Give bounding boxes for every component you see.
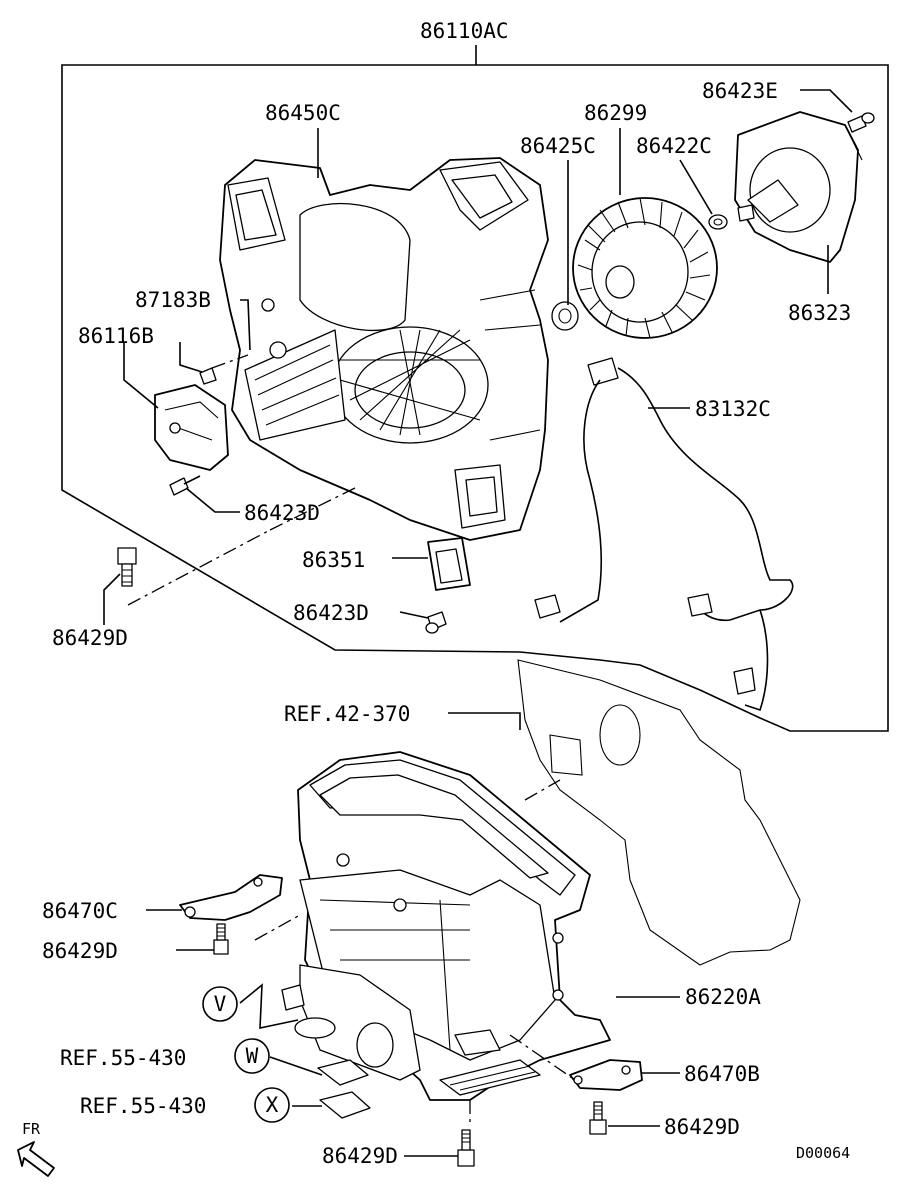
label-fr: FR xyxy=(22,1120,41,1138)
label-86429d-a: 86429D xyxy=(52,626,128,650)
wire-harness xyxy=(534,357,794,712)
bolt-86429d-bottom xyxy=(457,1129,475,1167)
bracket-86470c xyxy=(179,874,283,921)
front-arrow-icon xyxy=(17,1141,55,1177)
screw-86423d-lower xyxy=(425,611,447,634)
dash-bolt-2 xyxy=(269,487,356,531)
callout-labels: 86110AC 86450C 86299 86423E 86425C 86422… xyxy=(22,19,851,1168)
blower-case xyxy=(219,157,549,541)
label-86323: 86323 xyxy=(788,301,851,325)
label-86450c: 86450C xyxy=(265,101,341,125)
bolt-86429d-right xyxy=(589,1101,607,1135)
diagram-code: D00064 xyxy=(796,1144,850,1162)
label-86470c: 86470C xyxy=(42,899,118,923)
label-86429d-c: 86429D xyxy=(664,1115,740,1139)
bracket-86470b xyxy=(569,1059,643,1091)
label-86429d-b: 86429D xyxy=(42,939,118,963)
label-ref-55-430-x: REF.55-430 xyxy=(80,1094,206,1118)
label-86220a: 86220A xyxy=(685,985,761,1009)
marker-v-label: V xyxy=(214,992,227,1016)
dash-bracket-b xyxy=(509,1034,576,1081)
assembly-frame xyxy=(61,45,889,732)
label-86470b: 86470B xyxy=(684,1062,760,1086)
actuator xyxy=(154,384,229,496)
label-86110ac: 86110AC xyxy=(420,19,509,43)
label-86351: 86351 xyxy=(302,548,365,572)
label-86422c: 86422C xyxy=(636,134,712,158)
label-86423d-b: 86423D xyxy=(293,601,369,625)
washer-and-nut xyxy=(551,214,728,331)
label-ref-55-430-w: REF.55-430 xyxy=(60,1046,186,1070)
marker-x: X xyxy=(254,1087,290,1123)
label-86429d-d: 86429D xyxy=(322,1144,398,1168)
leader-lines xyxy=(103,89,853,1157)
marker-x-label: X xyxy=(266,1093,279,1117)
ref-42-370-body xyxy=(517,659,801,966)
screw-86423e xyxy=(847,112,875,133)
label-83132c: 83132C xyxy=(695,397,771,421)
marker-v: V xyxy=(202,986,238,1022)
marker-w: W xyxy=(234,1038,270,1074)
dash-bracket-c xyxy=(254,914,301,941)
bolt-86429d-upper xyxy=(117,547,137,587)
label-86116b: 86116B xyxy=(78,324,154,348)
dash-87183b xyxy=(211,354,249,369)
blower-fan xyxy=(572,197,718,339)
dash-ref-link xyxy=(524,779,561,801)
blower-motor xyxy=(734,111,863,263)
screw-87183b xyxy=(199,367,217,385)
bolt-86429d-left xyxy=(213,923,229,955)
marker-w-label: W xyxy=(246,1044,259,1068)
label-86423d-a: 86423D xyxy=(244,501,320,525)
label-86299: 86299 xyxy=(584,101,647,125)
label-86425c: 86425C xyxy=(520,134,596,158)
label-87183b: 87183B xyxy=(135,288,211,312)
part-86351 xyxy=(427,537,471,591)
label-ref-42-370: REF.42-370 xyxy=(284,702,410,726)
label-86423e: 86423E xyxy=(702,79,778,103)
heater-unit xyxy=(281,751,611,1119)
